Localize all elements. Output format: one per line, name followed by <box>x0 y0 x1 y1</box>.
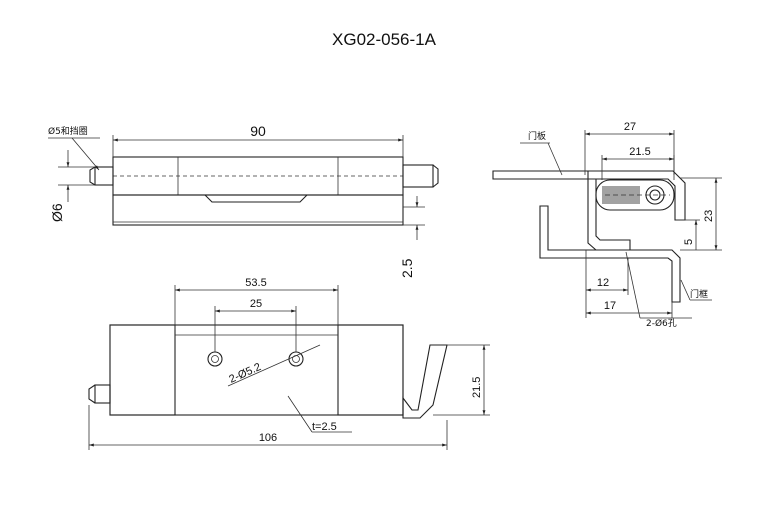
hole-note-side: 2-Ø6孔 <box>646 318 677 329</box>
pin-left <box>94 166 114 186</box>
plan-view: 53.5 25 2-Ø5.2 21.5 t=2.5 106 <box>88 277 490 450</box>
drawing-title: XG02-056-1A <box>332 30 436 49</box>
door-panel-outline <box>492 170 686 221</box>
dim-53-5: 53.5 <box>245 277 266 289</box>
door-panel-label: 门板 <box>528 130 546 142</box>
dim-12: 12 <box>597 277 609 289</box>
pin-note: Ø5和挡圈 <box>48 125 88 137</box>
door-frame-label: 门框 <box>690 288 708 300</box>
hinge-leaf-side <box>587 171 631 251</box>
dim-offset: 2.5 <box>399 258 415 278</box>
pin-right <box>402 164 434 188</box>
dim-23: 23 <box>703 210 715 222</box>
dim-21-5-side: 21.5 <box>629 146 650 158</box>
hinge-plate-front <box>112 194 404 226</box>
front-view: 90 Ø5和挡圈 Ø6 2.5 <box>48 123 439 278</box>
hole-note-plan: 2-Ø5.2 <box>227 361 263 386</box>
dim-106: 106 <box>259 432 277 444</box>
dim-90: 90 <box>250 123 266 139</box>
dim-27: 27 <box>624 121 636 133</box>
dim-25: 25 <box>250 298 262 310</box>
hinge-handle <box>402 344 448 419</box>
mount-hole-left <box>207 351 223 367</box>
thickness-note: t=2.5 <box>312 421 337 433</box>
dim-diameter: Ø6 <box>49 203 65 222</box>
side-view: 27 21.5 门板 23 5 12 17 门框 2-Ø <box>492 121 722 329</box>
door-frame-outline <box>539 205 681 303</box>
dim-21-5-plan: 21.5 <box>471 377 483 398</box>
dim-5: 5 <box>683 239 695 245</box>
dim-17: 17 <box>604 300 616 312</box>
mount-hole-right <box>288 351 304 367</box>
